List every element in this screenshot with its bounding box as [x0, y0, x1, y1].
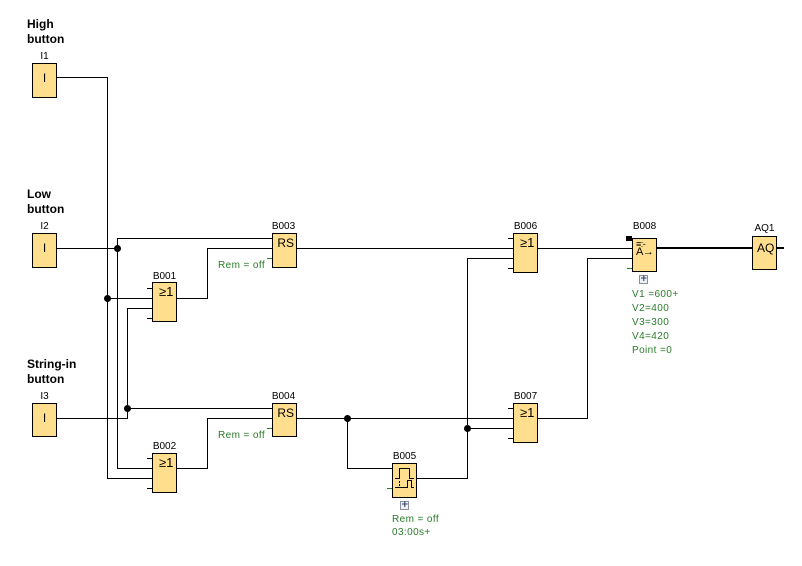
- block-label-b005: B005: [392, 451, 417, 462]
- wire-b001-to-b003[interactable]: [177, 248, 272, 299]
- junction-dot: [464, 425, 471, 432]
- param-v2-b008: V2=400: [632, 303, 670, 314]
- param-retentivity-b004: Rem = off: [218, 430, 266, 441]
- junction-dot: [124, 405, 131, 412]
- caption-line: button: [27, 202, 65, 216]
- or-block-b006[interactable]: ≥1: [513, 233, 538, 273]
- multiplexer-symbol-line1: ≡:-: [636, 239, 646, 249]
- input-caption-i2: Low button: [27, 187, 64, 217]
- rs-symbol: RS: [277, 236, 294, 250]
- analog-output-block-aq1[interactable]: AQ: [752, 236, 777, 270]
- block-label-b006: B006: [513, 221, 538, 232]
- wire-i3[interactable]: [57, 408, 272, 419]
- block-label-b001: B001: [152, 271, 177, 282]
- timer-block-b005[interactable]: [392, 463, 417, 498]
- input-caption-i1: High button: [27, 17, 64, 47]
- caption-line: Low: [27, 187, 51, 201]
- block-label-b003: B003: [271, 221, 296, 232]
- caption-line: String-in: [27, 357, 77, 371]
- input-symbol: I: [42, 411, 47, 425]
- block-label-i2: I2: [40, 221, 49, 232]
- or-block-b007[interactable]: ≥1: [513, 403, 538, 443]
- input-stubs: [147, 236, 632, 489]
- or-symbol: ≥1: [159, 284, 174, 299]
- block-label-i1: I1: [40, 51, 49, 62]
- wire-b004-to-b005[interactable]: [347, 418, 393, 469]
- param-v1-b008: V1 =600+: [632, 289, 679, 300]
- block-label-b004: B004: [271, 391, 296, 402]
- junction-dot: [114, 245, 121, 252]
- rs-relay-block-b004[interactable]: RS: [272, 403, 297, 437]
- rs-relay-block-b003[interactable]: RS: [272, 233, 297, 268]
- analog-multiplexer-block-b008[interactable]: ≡:- A→: [632, 238, 657, 272]
- wire-i2-to-b003[interactable]: [117, 238, 273, 469]
- wire-b007-to-b008[interactable]: [537, 258, 632, 419]
- junction-dot: [344, 415, 351, 422]
- param-time-b005: 03:00s+: [392, 527, 431, 538]
- aq-symbol: AQ: [757, 241, 775, 255]
- block-label-i3: I3: [40, 391, 49, 402]
- input-symbol: I: [42, 241, 47, 255]
- input-caption-i3: String-in button: [27, 357, 76, 387]
- or-block-b001[interactable]: ≥1: [152, 282, 177, 322]
- block-label-b002: B002: [152, 441, 177, 452]
- or-symbol: ≥1: [159, 455, 174, 470]
- param-retentivity-b003: Rem = off: [218, 260, 266, 271]
- wire-b002-to-b004[interactable]: [177, 418, 272, 469]
- or-symbol: ≥1: [520, 235, 535, 250]
- wire-b005-to-b006[interactable]: [417, 258, 513, 479]
- expand-button-b008[interactable]: +: [639, 274, 648, 284]
- wire-i1[interactable]: [57, 77, 152, 479]
- or-symbol: ≥1: [520, 405, 535, 420]
- input-block-i3[interactable]: I: [32, 403, 57, 437]
- param-point-b008: Point =0: [632, 345, 673, 356]
- caption-line: High: [27, 17, 54, 31]
- caption-line: button: [27, 372, 65, 386]
- junction-dot: [104, 295, 111, 302]
- param-retentivity-b005: Rem = off: [392, 514, 440, 525]
- input-symbol: I: [42, 71, 47, 85]
- block-label-b007: B007: [513, 391, 538, 402]
- block-label-b008: B008: [632, 221, 657, 232]
- block-label-aq1: AQ1: [754, 223, 775, 234]
- pulse-timer-icon: [395, 468, 414, 488]
- input-block-i1[interactable]: I: [32, 63, 57, 98]
- rs-symbol: RS: [277, 406, 294, 420]
- multiplexer-symbol-line2: A→: [636, 246, 654, 258]
- param-v3-b008: V3=300: [632, 317, 670, 328]
- input-block-i2[interactable]: I: [32, 233, 57, 268]
- expand-button-b005[interactable]: +: [400, 500, 409, 510]
- wire-i3-to-b001[interactable]: [127, 308, 153, 409]
- caption-line: button: [27, 32, 65, 46]
- param-v4-b008: V4=420: [632, 331, 670, 342]
- or-block-b002[interactable]: ≥1: [152, 453, 177, 493]
